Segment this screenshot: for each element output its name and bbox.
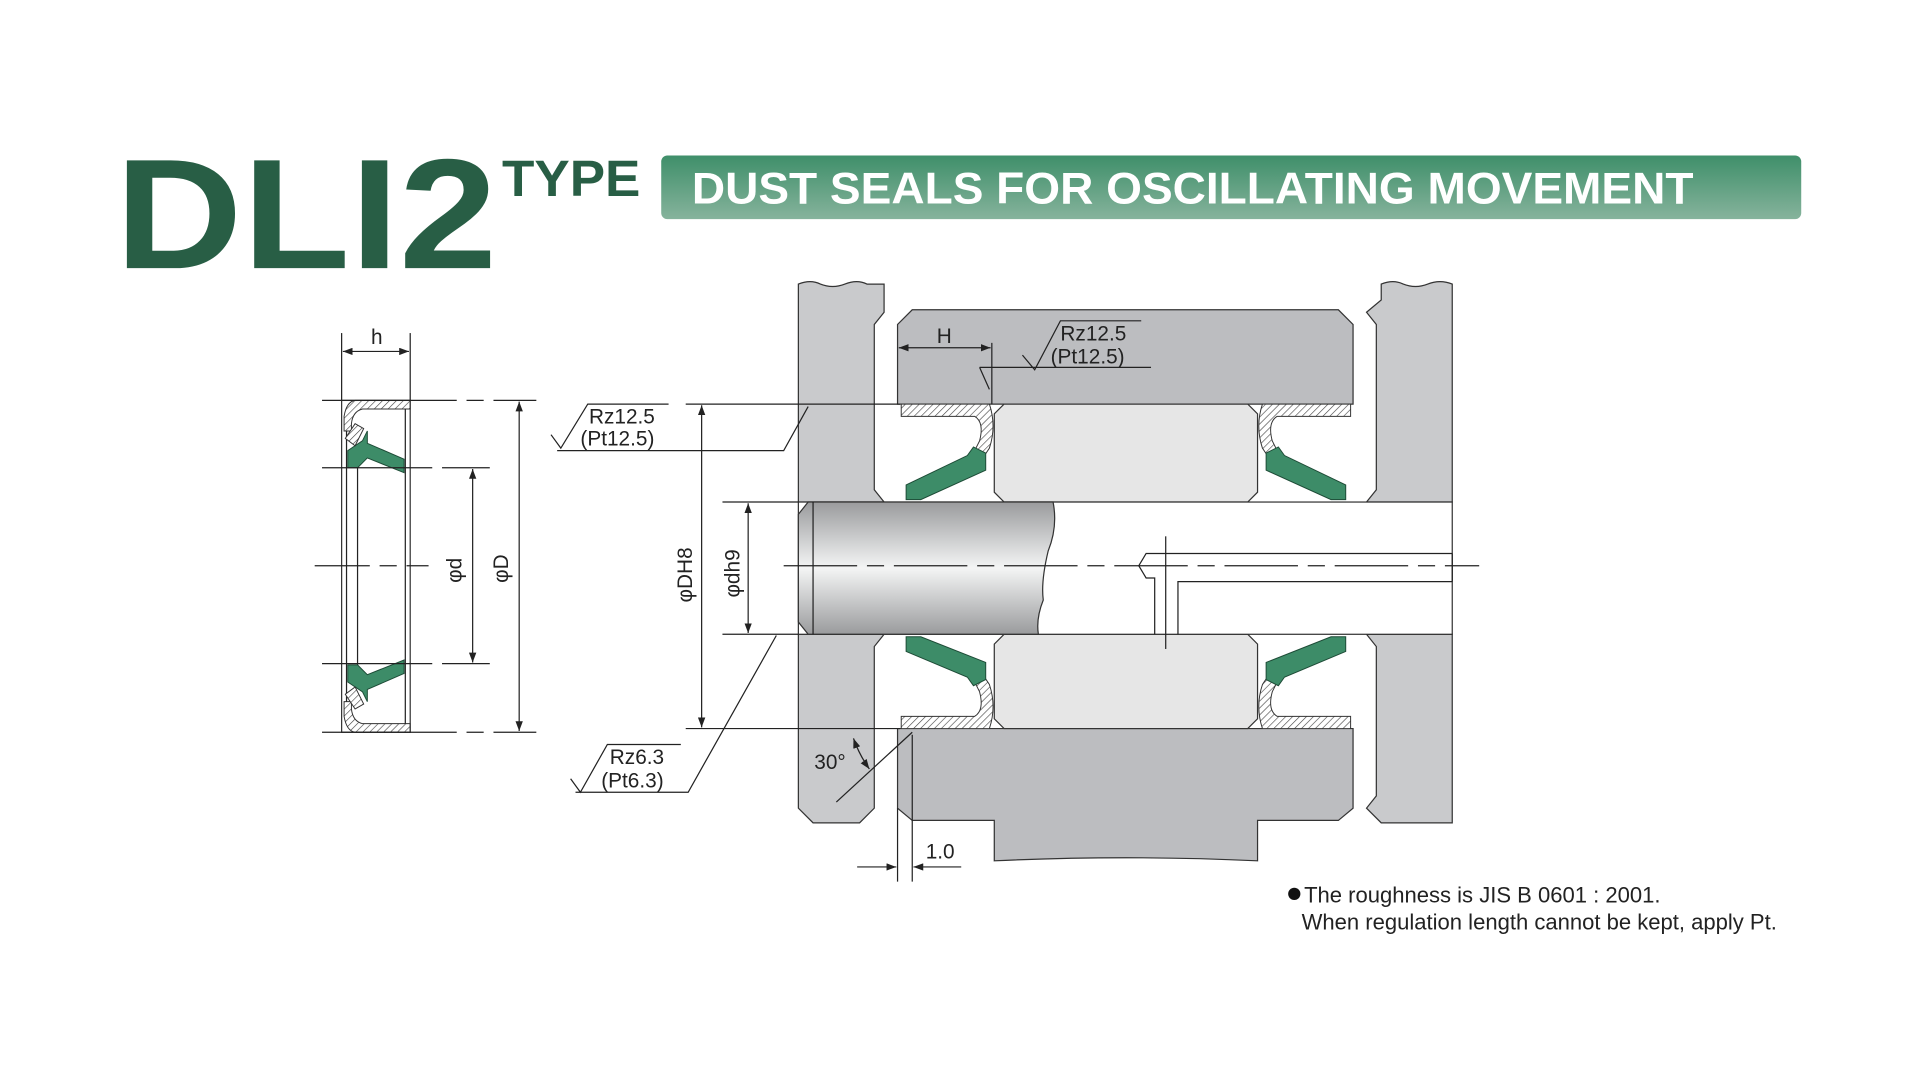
title-block: DLI2 TYPE DUST SEALS FOR OSCILLATING MOV… bbox=[115, 127, 1802, 302]
bullet-icon bbox=[1288, 887, 1301, 900]
installation-drawing: H Rz12.5 (Pt12.5) φDH8 φdh9 Rz12.5 (Pt12… bbox=[550, 281, 1480, 882]
type-suffix: TYPE bbox=[502, 149, 640, 207]
roughness-rod-rz: Rz6.3 bbox=[610, 746, 664, 769]
chamfer-angle-label: 30° bbox=[814, 751, 845, 774]
seal-left-top bbox=[900, 403, 994, 501]
width-label: h bbox=[371, 326, 383, 349]
roughness-top-rz: Rz12.5 bbox=[1060, 322, 1126, 345]
roughness-top-pt: (Pt12.5) bbox=[1051, 346, 1125, 369]
seal-right-top bbox=[1258, 403, 1352, 501]
roughness-bore-pt: (Pt12.5) bbox=[580, 428, 654, 451]
roughness-note: The roughness is JIS B 0601 : 2001. When… bbox=[1288, 882, 1777, 934]
roughness-rod-pt: (Pt6.3) bbox=[601, 769, 663, 792]
inner-diameter-label: φd bbox=[444, 558, 467, 583]
rod-diameter-label: φdh9 bbox=[722, 549, 745, 597]
roughness-bore-rz: Rz12.5 bbox=[589, 406, 655, 429]
seal-right-bottom bbox=[1258, 636, 1352, 730]
banner-text: DUST SEALS FOR OSCILLATING MOVEMENT bbox=[692, 164, 1694, 213]
housing-length-label: H bbox=[937, 325, 952, 348]
note-line-2: When regulation length cannot be kept, a… bbox=[1302, 909, 1777, 934]
seal-cross-section: h φd φD bbox=[314, 326, 537, 733]
note-line-1: The roughness is JIS B 0601 : 2001. bbox=[1304, 882, 1660, 907]
bore-diameter-label: φDH8 bbox=[674, 547, 697, 602]
model-name: DLI2 bbox=[115, 127, 497, 302]
outer-diameter-label: φD bbox=[490, 554, 513, 583]
seal-left-bottom bbox=[900, 636, 994, 730]
chamfer-length-label: 1.0 bbox=[926, 840, 955, 863]
title-banner bbox=[661, 155, 1802, 220]
